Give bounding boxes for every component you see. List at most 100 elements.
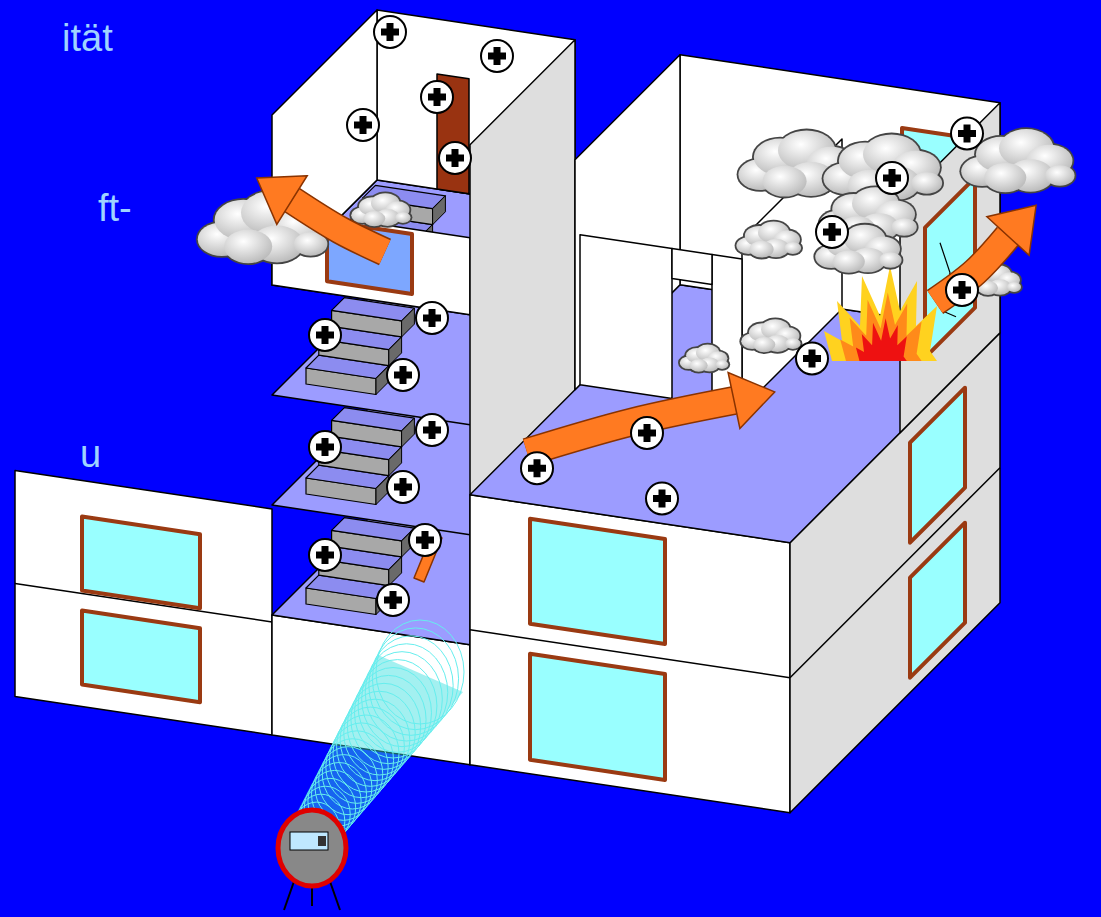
- cloud-puff: [784, 242, 801, 254]
- plus-circle: [416, 302, 448, 334]
- window: [82, 611, 200, 703]
- cloud-puff: [753, 337, 775, 352]
- right-wing-front: [470, 495, 790, 813]
- pressure-plus-symbol: [409, 524, 441, 556]
- cloud-puff: [716, 360, 729, 369]
- plus-bar: [644, 424, 651, 442]
- arrow-body-outline: [292, 200, 385, 252]
- smoke-cloud: [813, 223, 903, 275]
- plus-circle: [521, 452, 553, 484]
- smoke-cloud: [678, 343, 730, 374]
- plus-bar: [390, 591, 397, 609]
- pressure-plus-symbol: [421, 81, 453, 113]
- window: [530, 654, 665, 780]
- pressure-plus-symbol: [439, 142, 471, 174]
- fire-flame: [824, 266, 937, 361]
- window: [82, 517, 200, 609]
- smoke-exit-arrow: [257, 176, 385, 252]
- cloud-puff: [363, 211, 385, 226]
- plus-circle: [387, 359, 419, 391]
- pressure-plus-symbol: [374, 16, 406, 48]
- pressure-plus-symbol: [347, 109, 379, 141]
- arrow-head: [257, 176, 308, 225]
- air-ring: [326, 731, 388, 804]
- pressure-plus-symbol: [946, 274, 978, 306]
- cloud-puff: [395, 212, 410, 223]
- cloud-puff: [833, 250, 865, 272]
- stair-side: [433, 196, 446, 225]
- pressure-plus-symbol: [309, 319, 341, 351]
- cloud-puff: [690, 359, 708, 372]
- plus-bar: [659, 490, 666, 508]
- pressure-plus-symbol: [387, 359, 419, 391]
- plus-circle: [951, 118, 983, 150]
- plus-circle: [387, 471, 419, 503]
- pressure-plus-symbol: [816, 216, 848, 248]
- plus-circle: [309, 539, 341, 571]
- cut-off-heading-text: ft-: [98, 186, 132, 230]
- fire-flame: [840, 293, 921, 361]
- cloud-puff: [879, 252, 901, 268]
- smoke-cloud: [739, 317, 802, 354]
- plus-circle: [309, 319, 341, 351]
- partition-wall: [580, 235, 672, 399]
- plus-circle: [416, 414, 448, 446]
- plus-bar: [534, 459, 541, 477]
- plus-circle: [876, 162, 908, 194]
- plus-bar: [434, 88, 441, 106]
- plus-circle: [796, 343, 828, 375]
- fan-button: [318, 836, 326, 846]
- plus-bar: [322, 326, 329, 344]
- plus-circle: [646, 483, 678, 515]
- cloud-puff: [1007, 282, 1021, 292]
- cloud-puff: [785, 338, 800, 349]
- plus-circle: [374, 16, 406, 48]
- plus-circle: [309, 431, 341, 463]
- cloud-puff: [892, 218, 917, 236]
- smoke-flow-arrow: [527, 373, 775, 453]
- smoke-cloud: [822, 133, 944, 203]
- plus-bar: [964, 125, 971, 143]
- plus-circle: [631, 417, 663, 449]
- pressure-plus-symbol: [387, 471, 419, 503]
- plus-bar: [422, 531, 429, 549]
- window: [910, 523, 965, 678]
- plus-circle: [481, 40, 513, 72]
- plus-circle: [409, 524, 441, 556]
- pressure-plus-symbol: [631, 417, 663, 449]
- left-wing-front: [15, 471, 272, 736]
- window: [530, 519, 665, 644]
- stair-side: [389, 557, 402, 586]
- pressure-plus-symbol: [521, 452, 553, 484]
- cloud-puff: [763, 166, 807, 197]
- plus-bar: [429, 309, 436, 327]
- pressure-plus-symbol: [309, 539, 341, 571]
- plus-circle: [816, 216, 848, 248]
- cut-off-heading-text: ität: [62, 16, 113, 60]
- plus-bar: [400, 478, 407, 496]
- plus-bar: [387, 23, 394, 41]
- plus-bar: [829, 223, 836, 241]
- plus-circle: [421, 81, 453, 113]
- pressure-fan: [278, 620, 464, 910]
- plus-bar: [360, 116, 367, 134]
- stair-side: [402, 418, 415, 447]
- plus-bar: [959, 281, 966, 299]
- arrow-body: [292, 200, 385, 252]
- plus-bar: [494, 47, 501, 65]
- smoke-cloud: [349, 191, 412, 228]
- plus-bar: [809, 350, 816, 368]
- air-ring: [319, 747, 378, 815]
- plus-circle: [439, 142, 471, 174]
- pressure-plus-symbol: [416, 414, 448, 446]
- pressure-plus-symbol: [951, 118, 983, 150]
- arrow-body-outline: [527, 401, 734, 453]
- plus-circle: [946, 274, 978, 306]
- arrow-body: [527, 401, 734, 453]
- cloud-puff: [224, 230, 272, 264]
- fan-housing: [278, 810, 346, 886]
- plus-bar: [889, 169, 896, 187]
- cloud-puff: [1045, 165, 1074, 186]
